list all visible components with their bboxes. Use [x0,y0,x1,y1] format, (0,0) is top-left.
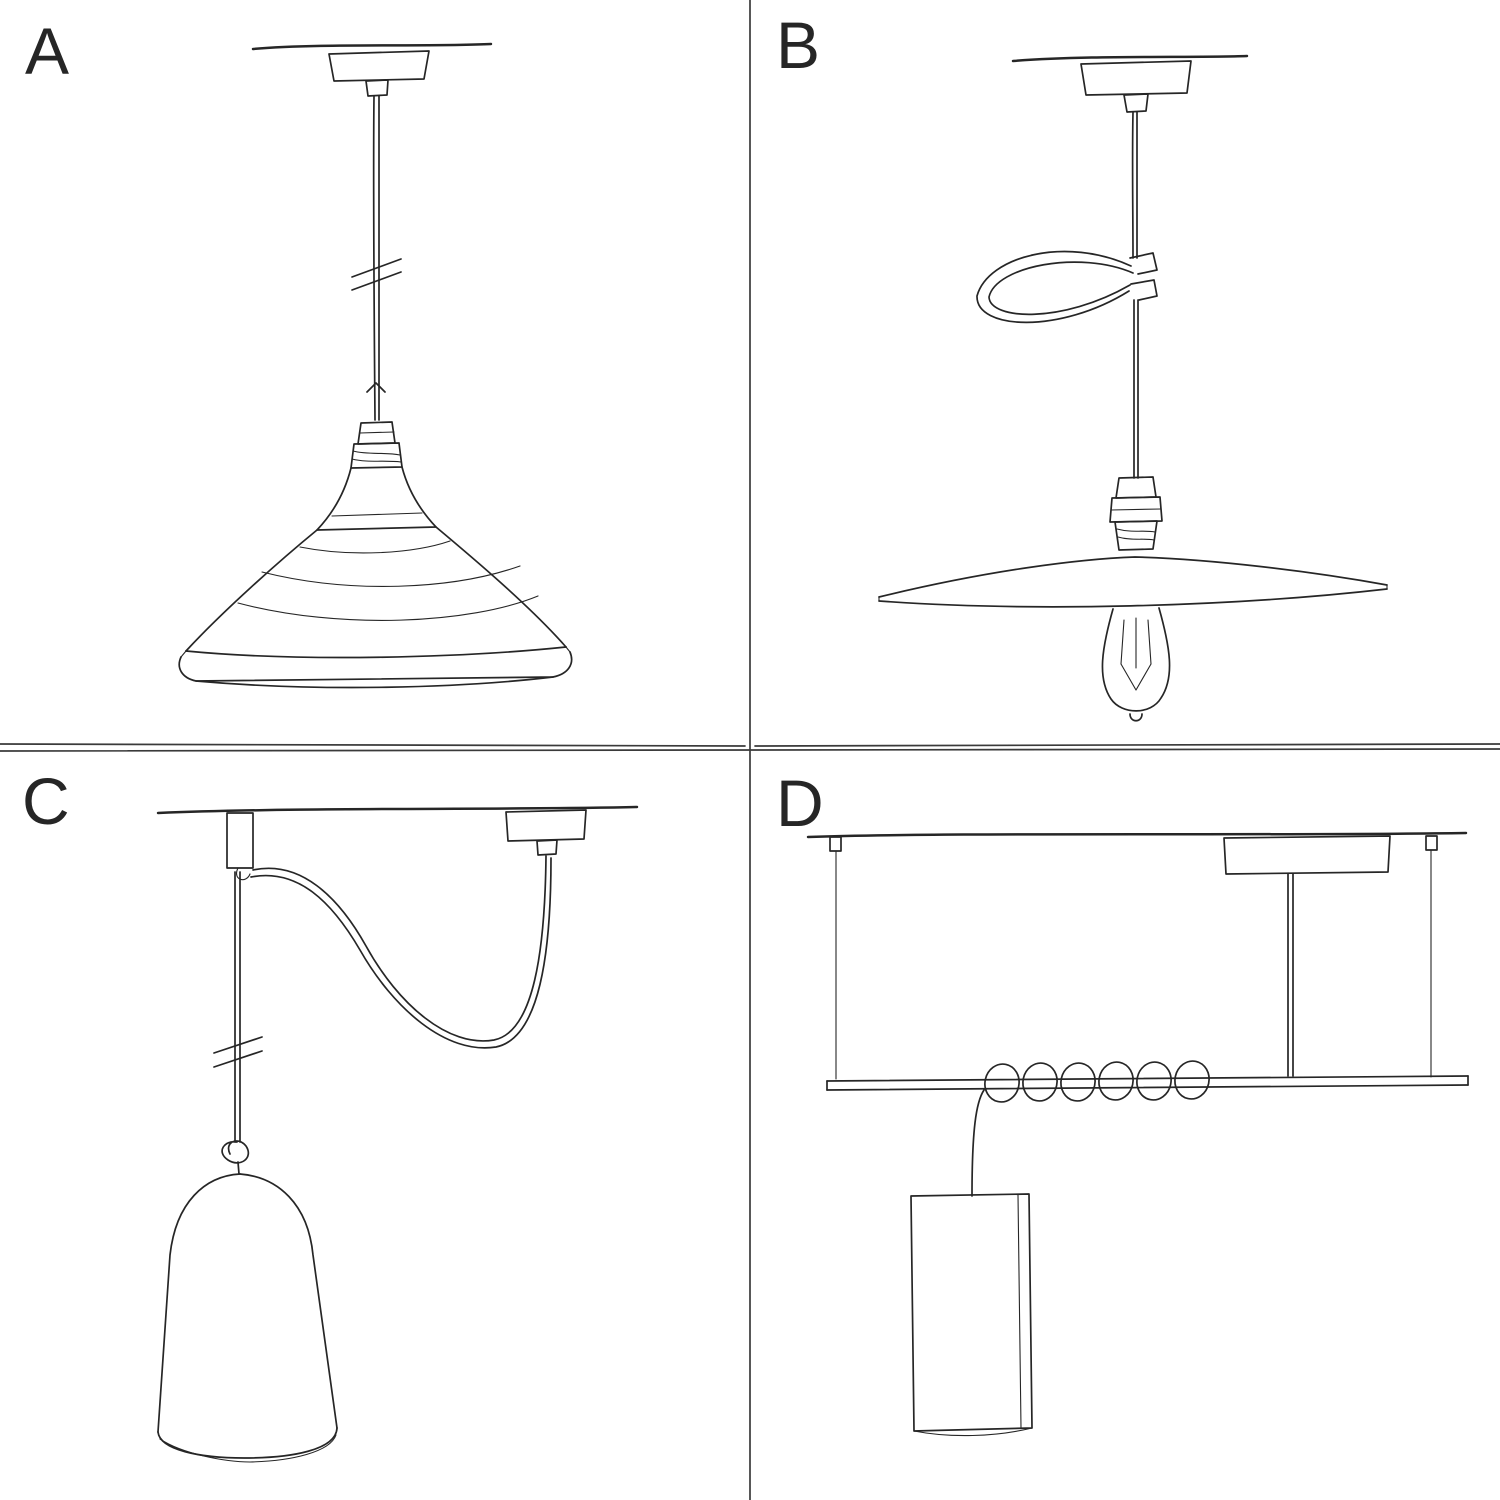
left-suspension-wire [829,836,842,1080]
ceiling-line [156,805,639,815]
pendant-straight-cable-metal-shade-sketch [178,42,573,689]
ceiling-line [806,831,1468,839]
ceiling-rose [505,809,587,856]
panel-label-c: C [22,764,71,838]
ceiling-line [1011,54,1249,63]
ceiling-rose [1080,60,1192,113]
pendant-cable [351,95,402,421]
ceiling-rose [328,50,430,97]
pendant-cable [1131,111,1139,479]
drop-cable [213,871,263,1143]
light-bulb [1101,607,1171,722]
panel-label-b: B [776,8,821,82]
ceiling-line [251,42,493,51]
ceiling-canopy [1223,835,1391,1077]
bar-suspension-coiled-cable-tube-shade-sketch [806,831,1469,1437]
swag-pendant-hook-knot-bell-shade-sketch [156,805,639,1463]
metal-bowl-shade [178,526,573,689]
ceiling-hook [226,812,254,881]
cable-knot [221,1140,250,1175]
panel-label-a: A [25,14,70,88]
decorative-cable-clip [976,250,1158,324]
swag-cable [250,855,552,1049]
lamp-socket [1109,476,1163,551]
tube-shade [910,1193,1033,1437]
pendant-cable-clip-flat-shade-bulb-sketch [878,54,1388,722]
flat-plate-shade [878,556,1388,608]
bell-shade [157,1173,338,1463]
right-suspension-wire [1425,835,1438,1078]
panel-label-d: D [776,766,825,840]
coiled-cable [971,1060,1210,1197]
horizontal-bar [826,1075,1469,1091]
lamp-socket [316,421,437,531]
